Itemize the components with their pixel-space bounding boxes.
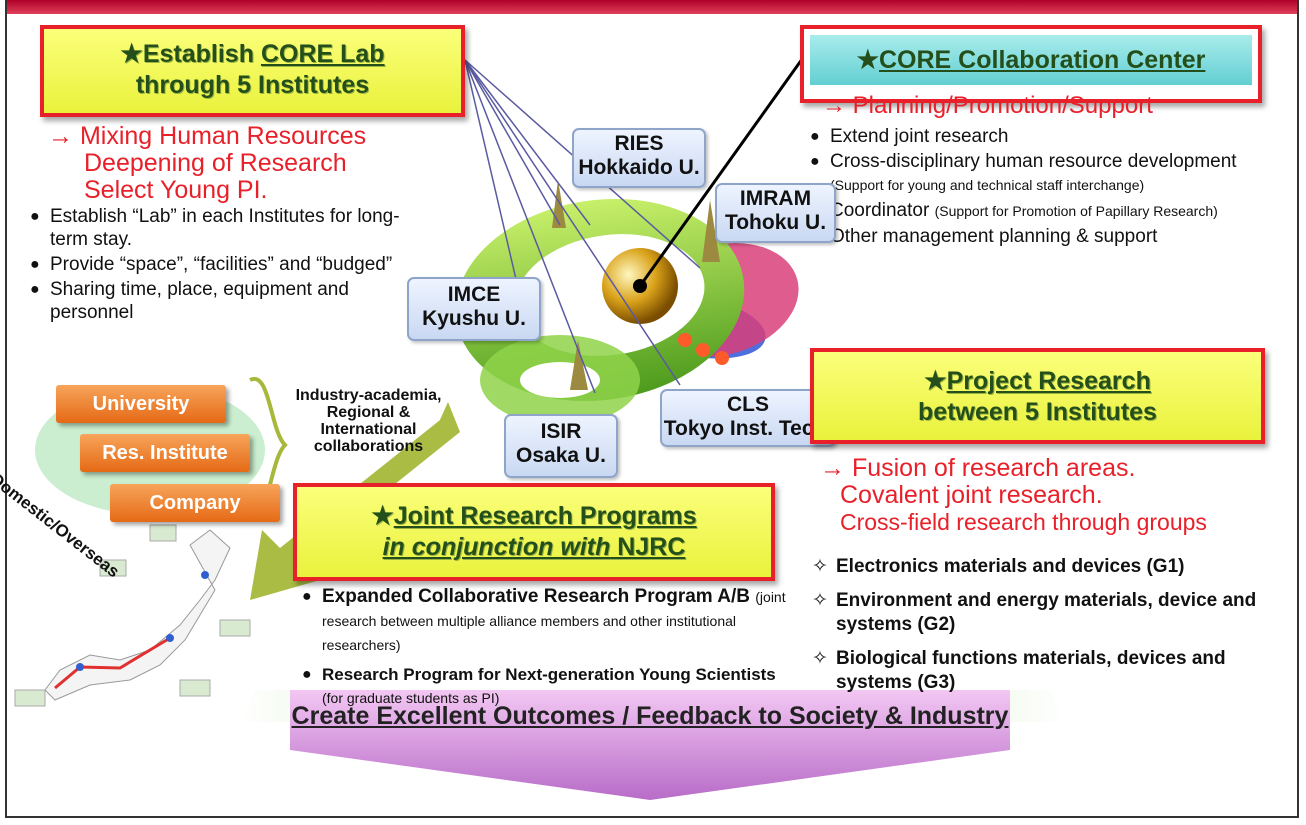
project-title-line2: between 5 Institutes <box>918 398 1157 426</box>
core-lab-bullets: Establish “Lab” in each Institutes for l… <box>30 205 410 326</box>
core-lab-goals: → Mixing Human Resources Deepening of Re… <box>48 123 366 204</box>
list-item: Coordinator (Support for Promotion of Pa… <box>810 199 1280 223</box>
page-frame <box>5 0 1299 818</box>
project-research-box: ★Project Research between 5 Institutes <box>810 348 1265 444</box>
goal-line: → Fusion of research areas. <box>820 454 1136 482</box>
collab-center-box: ★CORE Collaboration Center <box>800 25 1262 103</box>
core-lab-box: ★Establish CORE Lab through 5 Institutes <box>40 25 465 117</box>
joint-title: Joint Research Programs <box>393 502 697 530</box>
list-item: Expanded Collaborative Research Program … <box>302 585 797 657</box>
list-item: Sharing time, place, equipment and perso… <box>30 278 410 324</box>
list-item: Cross-disciplinary human resource develo… <box>810 150 1280 197</box>
collab-center-list: Extend joint research Cross-disciplinary… <box>810 125 1280 250</box>
goal-line: Select Young PI. <box>84 176 268 204</box>
goal-line: Deepening of Research <box>84 149 347 177</box>
star-icon: ★ <box>856 46 879 74</box>
joint-title-italic: in conjunction with <box>382 533 611 561</box>
goal-line: Mixing Human Resources <box>79 122 367 150</box>
partner-company: Company <box>110 484 280 522</box>
core-lab-title-prefix: ★Establish <box>120 40 261 68</box>
project-title: Project Research <box>946 367 1151 395</box>
center-pointer-line <box>638 47 812 287</box>
star-icon: ★ <box>371 502 394 530</box>
list-item: Other management planning & support <box>810 225 1280 248</box>
collab-center-subtitle: → Planning/Promotion/Support <box>822 92 1153 119</box>
joint-research-box: ★Joint Research Programs in conjunction … <box>293 483 775 581</box>
core-lab-title-line2: through 5 Institutes <box>135 71 370 99</box>
star-icon: ★ <box>924 367 947 395</box>
collab-center-title: CORE Collaboration Center <box>879 46 1206 74</box>
partner-res-institute: Res. Institute <box>80 434 250 472</box>
list-item: Provide “space”, “facilities” and “budge… <box>30 253 410 276</box>
goal-line: Covalent joint research. <box>840 481 1103 509</box>
ring-structure <box>455 180 799 425</box>
list-item: Establish “Lab” in each Institutes for l… <box>30 205 410 251</box>
research-groups: ✧Electronics materials and devices (G1) … <box>812 555 1282 705</box>
top-banner <box>5 0 1299 14</box>
list-item: Research Program for Next-generation You… <box>302 663 797 710</box>
japan-map <box>14 524 251 707</box>
connector-lines <box>464 59 701 394</box>
partner-university: University <box>56 385 226 423</box>
project-goals: → Fusion of research areas. Covalent joi… <box>820 455 1207 536</box>
red-arrow: → <box>48 122 73 150</box>
core-lab-title-link: CORE Lab <box>260 40 385 68</box>
outcome-banner-text: Create Excellent Outcomes / Feedback to … <box>291 702 1009 730</box>
joint-title-njrc: NJRC <box>610 533 686 561</box>
list-item: ✧Biological functions materials, devices… <box>812 648 1226 693</box>
collab-label: Industry-academia, Regional & Internatio… <box>295 387 442 455</box>
list-item: ✧Electronics materials and devices (G1) <box>812 556 1185 577</box>
goal-line: Cross-field research through groups <box>840 509 1207 535</box>
joint-program-list: Expanded Collaborative Research Program … <box>302 585 797 712</box>
list-item: ✧Environment and energy materials, devic… <box>812 590 1257 635</box>
list-item: Extend joint research <box>810 125 1280 148</box>
